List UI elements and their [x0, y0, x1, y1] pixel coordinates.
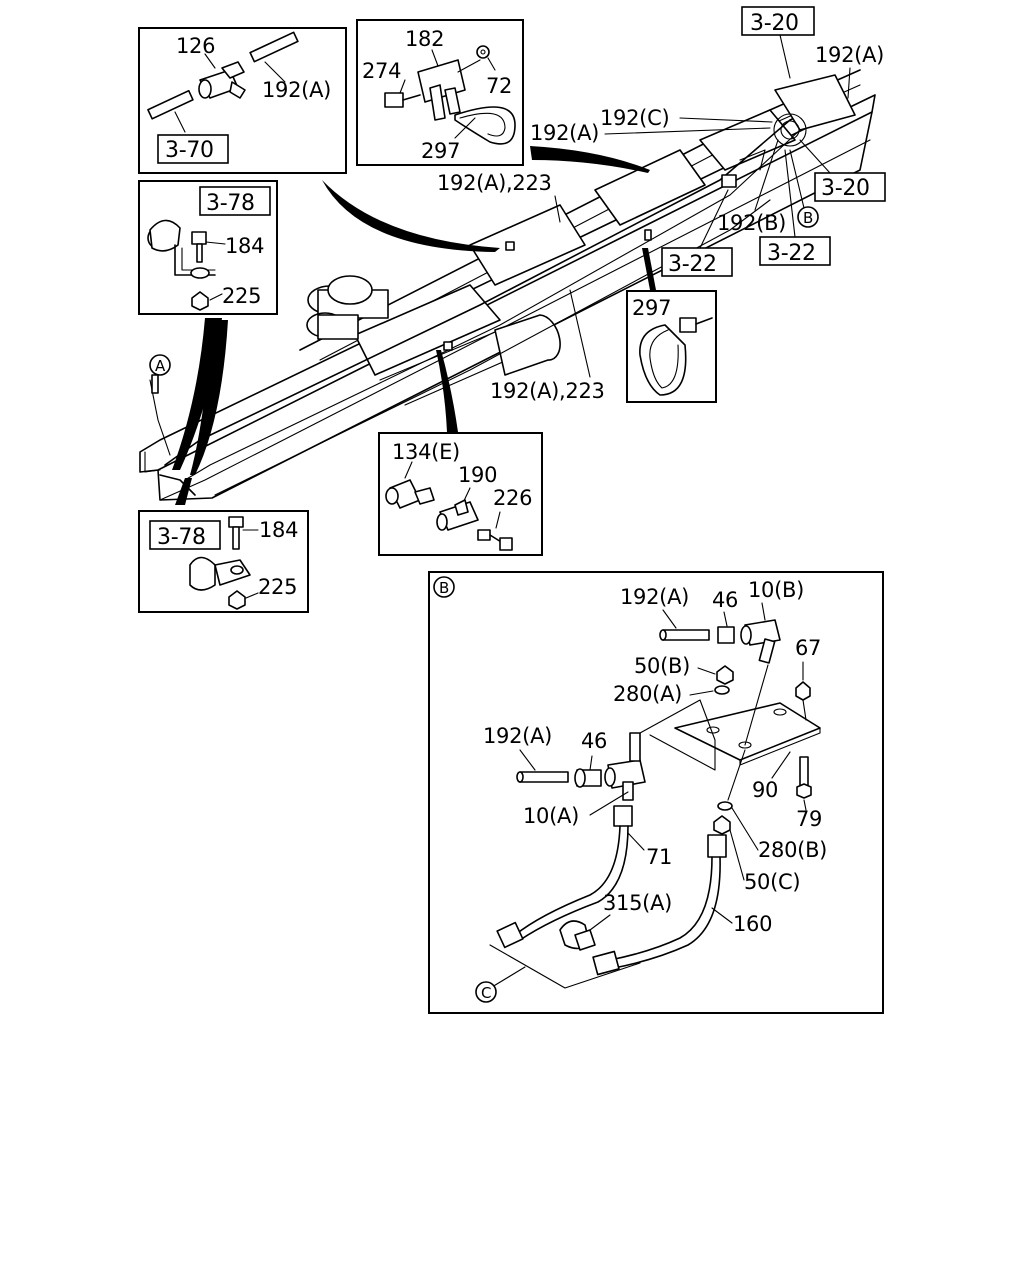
detail-box-3-78-bottom: 3-78 184 225 [138, 510, 309, 613]
callout-90: 90 [752, 778, 778, 802]
callout-184-top: 184 [225, 234, 264, 258]
detail-b-panel: B 192(A) 46 10(B) 67 50(B) 280(A) [428, 571, 884, 1014]
callout-134e: 134(E) [392, 440, 460, 464]
callout-50c: 50(C) [744, 870, 800, 894]
ref-3-78-top: 3-78 [206, 191, 255, 216]
detail-box-126: 126 192(A) 3-70 [138, 27, 347, 174]
callout-10b: 10(B) [748, 578, 804, 602]
detail-b-label: B [439, 579, 449, 597]
pointer-wedges [172, 146, 656, 505]
callout-225-bottom: 225 [258, 575, 297, 599]
callout-274: 274 [362, 59, 401, 83]
detail-box-297: 297 [626, 290, 717, 403]
callout-192a-mid: 192(A) [530, 121, 599, 145]
ref-3-70: 3-70 [165, 138, 214, 163]
callout-192a-top-right: 192(A) [815, 43, 884, 67]
callout-10a: 10(A) [523, 804, 579, 828]
callout-297-box: 297 [632, 296, 671, 320]
callout-182: 182 [405, 27, 444, 51]
ref-3-22-left: 3-22 [668, 252, 717, 277]
detail-box-182: 182 274 72 297 [356, 19, 524, 166]
circle-a: A [155, 357, 166, 375]
callout-184-bottom: 184 [259, 518, 298, 542]
circle-c: C [481, 984, 491, 1002]
circle-b-top: B [803, 209, 813, 227]
callout-192a-1: 192(A) [620, 585, 689, 609]
callout-72: 72 [486, 74, 512, 98]
ref-3-78-bottom: 3-78 [157, 525, 206, 550]
callout-126: 126 [176, 34, 215, 58]
detail-box-134e: 134(E) 190 226 [378, 432, 543, 556]
callout-50b: 50(B) [634, 654, 690, 678]
callout-225-top: 225 [222, 284, 261, 308]
main-callouts-bottom: 192(A),223 [490, 289, 605, 403]
detail-box-3-78-top: 3-78 184 225 [138, 180, 278, 315]
callout-67: 67 [795, 636, 821, 660]
callout-192a-top-left: 192(A) [262, 78, 331, 102]
callout-192a-2: 192(A) [483, 724, 552, 748]
circle-a-callout: A [149, 354, 171, 376]
callout-79: 79 [796, 807, 822, 831]
ref-3-20-top: 3-20 [750, 11, 799, 36]
callout-160: 160 [733, 912, 772, 936]
callout-226: 226 [493, 486, 532, 510]
callout-297-top: 297 [421, 139, 460, 163]
ref-3-20-right: 3-20 [821, 176, 870, 201]
callout-280a: 280(A) [613, 682, 682, 706]
callout-280b: 280(B) [758, 838, 827, 862]
callout-46-2: 46 [581, 729, 607, 753]
callout-190: 190 [458, 463, 497, 487]
main-callouts-right: 3-20 192(A) 192(C) 192(A) 3-20 192(A),22… [437, 6, 886, 277]
callout-71: 71 [646, 845, 672, 869]
callout-192a-223-top: 192(A),223 [437, 171, 552, 195]
ref-3-22-right: 3-22 [767, 241, 816, 266]
chassis-frame [139, 69, 876, 501]
callout-192a-223-bottom: 192(A),223 [490, 379, 605, 403]
callout-315a: 315(A) [603, 891, 672, 915]
callout-46-1: 46 [712, 588, 738, 612]
callout-192c: 192(C) [600, 106, 669, 130]
callout-192b: 192(B) [717, 211, 786, 235]
